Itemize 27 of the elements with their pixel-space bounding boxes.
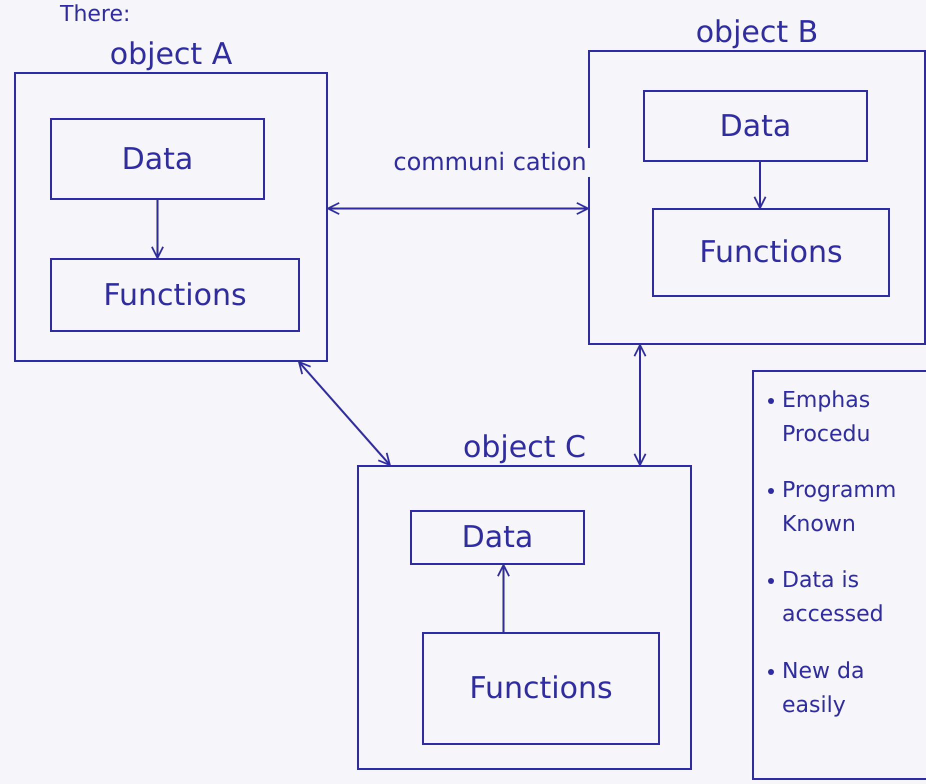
arrow bbox=[497, 564, 510, 632]
member-box bbox=[422, 632, 660, 745]
member-box bbox=[643, 90, 868, 162]
member-box bbox=[652, 208, 890, 297]
member-label: Functions bbox=[469, 671, 613, 706]
bullet-note: New da easily bbox=[782, 658, 864, 718]
member-box bbox=[50, 258, 300, 332]
heading-text: There: bbox=[60, 2, 130, 27]
arrow bbox=[151, 200, 164, 259]
member-box bbox=[50, 118, 265, 200]
object-title: object C bbox=[462, 430, 587, 465]
bullet-note: Emphas Procedu bbox=[782, 388, 870, 448]
member-label: Functions bbox=[103, 278, 247, 312]
arrow bbox=[327, 202, 589, 215]
bullet-note: Data is accessed bbox=[782, 568, 884, 628]
arrow bbox=[754, 162, 766, 209]
member-label: Data bbox=[462, 520, 534, 555]
member-label: Data bbox=[122, 142, 194, 176]
object-title: object B bbox=[694, 15, 820, 50]
notes-panel bbox=[752, 370, 926, 780]
arrow bbox=[298, 361, 391, 466]
member-label: Functions bbox=[699, 235, 843, 270]
member-label: Data bbox=[720, 108, 792, 144]
arrow bbox=[634, 344, 646, 466]
bullet-note: Programm Known bbox=[782, 478, 896, 538]
object-title: object A bbox=[108, 37, 234, 72]
member-box bbox=[410, 510, 585, 565]
